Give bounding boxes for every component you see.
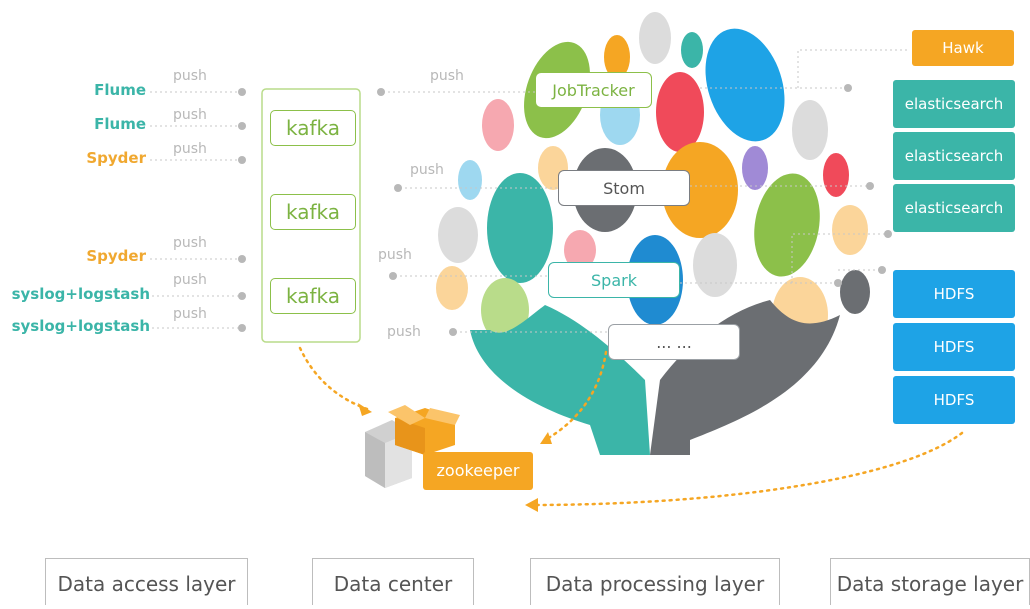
processing-spark: Spark: [548, 262, 680, 298]
left-hand: [470, 305, 650, 455]
push-label: push: [410, 162, 444, 178]
storage-hdfs-2: HDFS: [893, 323, 1015, 371]
kafka-node-3: kafka: [270, 278, 356, 314]
processing-more: ... ...: [608, 324, 740, 360]
source-flume-2: Flume: [94, 115, 146, 133]
source-syslog-2: syslog+logstash: [11, 317, 150, 335]
processing-stom: Stom: [558, 170, 690, 206]
kafka-cluster-frame: [261, 88, 361, 343]
storage-elasticsearch-1: elasticsearch: [893, 80, 1015, 128]
push-label: push: [173, 306, 207, 322]
push-label: push: [173, 141, 207, 157]
arrow-heads: [358, 403, 552, 512]
connector-dots: [238, 84, 892, 336]
layer-data-access: Data access layer: [45, 558, 248, 605]
source-syslog-1: syslog+logstash: [11, 285, 150, 303]
push-label: push: [173, 272, 207, 288]
push-label: push: [173, 107, 207, 123]
push-label: push: [173, 235, 207, 251]
storage-elasticsearch-2: elasticsearch: [893, 132, 1015, 180]
storage-elasticsearch-3: elasticsearch: [893, 184, 1015, 232]
push-label: push: [173, 68, 207, 84]
storage-hawk: Hawk: [912, 30, 1014, 66]
source-flume-1: Flume: [94, 81, 146, 99]
right-hand: [650, 300, 840, 455]
source-spyder-1: Spyder: [86, 149, 146, 167]
layer-data-center: Data center: [312, 558, 474, 605]
kafka-node-1: kafka: [270, 110, 356, 146]
push-label: push: [430, 68, 464, 84]
push-label: push: [387, 324, 421, 340]
zookeeper-label: zookeeper: [423, 452, 533, 490]
source-spyder-2: Spyder: [86, 247, 146, 265]
push-label: push: [378, 247, 412, 263]
layer-data-processing: Data processing layer: [530, 558, 780, 605]
kafka-node-2: kafka: [270, 194, 356, 230]
zookeeper-box-icon: [365, 405, 460, 488]
storage-hdfs-3: HDFS: [893, 376, 1015, 424]
layer-data-storage: Data storage layer: [830, 558, 1030, 605]
processing-jobtracker: JobTracker: [535, 72, 652, 108]
storage-hdfs-1: HDFS: [893, 270, 1015, 318]
source-connectors: [150, 49, 910, 333]
tree-leaves: [436, 12, 870, 353]
